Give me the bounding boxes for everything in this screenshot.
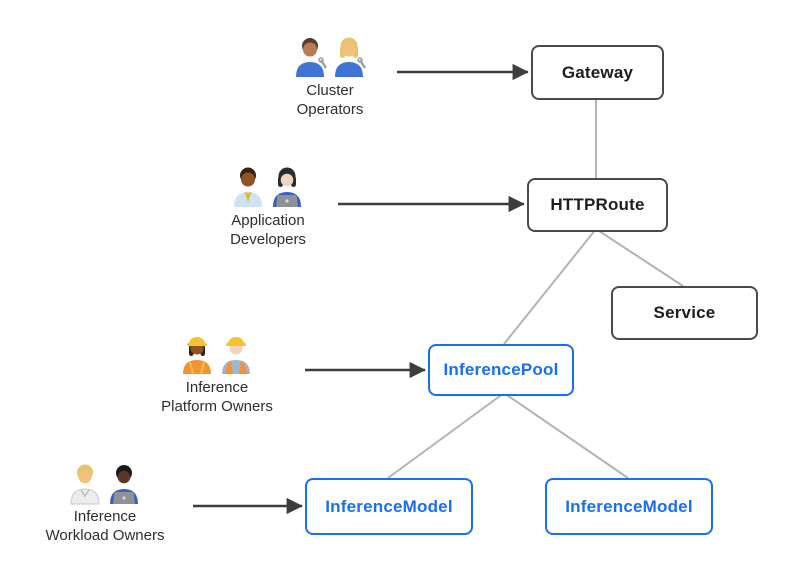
- node-gateway-label: Gateway: [561, 62, 634, 82]
- inference-workload-owners-label: Inference Workload Owners: [25, 507, 185, 545]
- edge-inferencepool-inferencemodel-right: [503, 392, 629, 479]
- blonde-coat-person-icon: [70, 464, 100, 505]
- hierarchy-lines: [387, 97, 684, 479]
- node-inferencepool: InferencePool: [428, 344, 574, 396]
- inference-workload-owners-label-line2: Workload Owners: [45, 527, 165, 544]
- woman-construction-worker-icon: [183, 337, 211, 375]
- woman-mechanic-icon: [335, 37, 367, 77]
- edge-inferencepool-inferencemodel-left: [387, 392, 505, 479]
- node-inferencepool-label: InferencePool: [443, 360, 559, 379]
- node-gateway: Gateway: [531, 45, 664, 100]
- node-service: Service: [611, 286, 758, 340]
- application-developers-label-line2: Developers: [230, 231, 306, 248]
- inference-platform-owners-label-line2: Platform Owners: [161, 398, 273, 415]
- inference-platform-owners-emoji: [183, 337, 250, 375]
- application-developers-label-line1: Application: [231, 212, 305, 229]
- node-inferencemodel-left-label: InferenceModel: [325, 496, 453, 516]
- man-construction-worker-icon: [222, 337, 250, 374]
- node-inferencemodel-right: InferenceModel: [545, 478, 713, 535]
- inference-workload-owners-label-line1: Inference: [73, 508, 137, 525]
- node-httproute-label: HTTPRoute: [550, 195, 645, 214]
- man-office-worker-icon: [234, 167, 262, 207]
- inference-workload-owners-emoji: [70, 464, 138, 505]
- node-service-label: Service: [653, 303, 716, 322]
- application-developers-emoji: [234, 167, 301, 207]
- edge-httproute-inferencepool: [503, 228, 597, 345]
- node-httproute: HTTPRoute: [527, 178, 668, 232]
- application-developers-label: Application Developers: [188, 211, 348, 249]
- cluster-operators-emoji: [296, 37, 367, 77]
- node-inferencemodel-right-label: InferenceModel: [565, 496, 693, 516]
- cluster-operators-label: Cluster Operators: [250, 81, 410, 119]
- cluster-operators-label-line2: Operators: [296, 101, 364, 118]
- inference-platform-owners-label: Inference Platform Owners: [137, 378, 297, 416]
- cluster-operators-label-line1: Cluster: [306, 82, 354, 99]
- edge-httproute-service: [595, 228, 684, 287]
- node-inferencemodel-left: InferenceModel: [305, 478, 473, 535]
- inference-platform-owners-label-line1: Inference: [185, 379, 249, 396]
- man-mechanic-icon: [296, 38, 328, 77]
- persona-arrows: [193, 63, 529, 515]
- man-technologist-dark-icon: [110, 465, 138, 504]
- woman-technologist-icon: [273, 167, 301, 207]
